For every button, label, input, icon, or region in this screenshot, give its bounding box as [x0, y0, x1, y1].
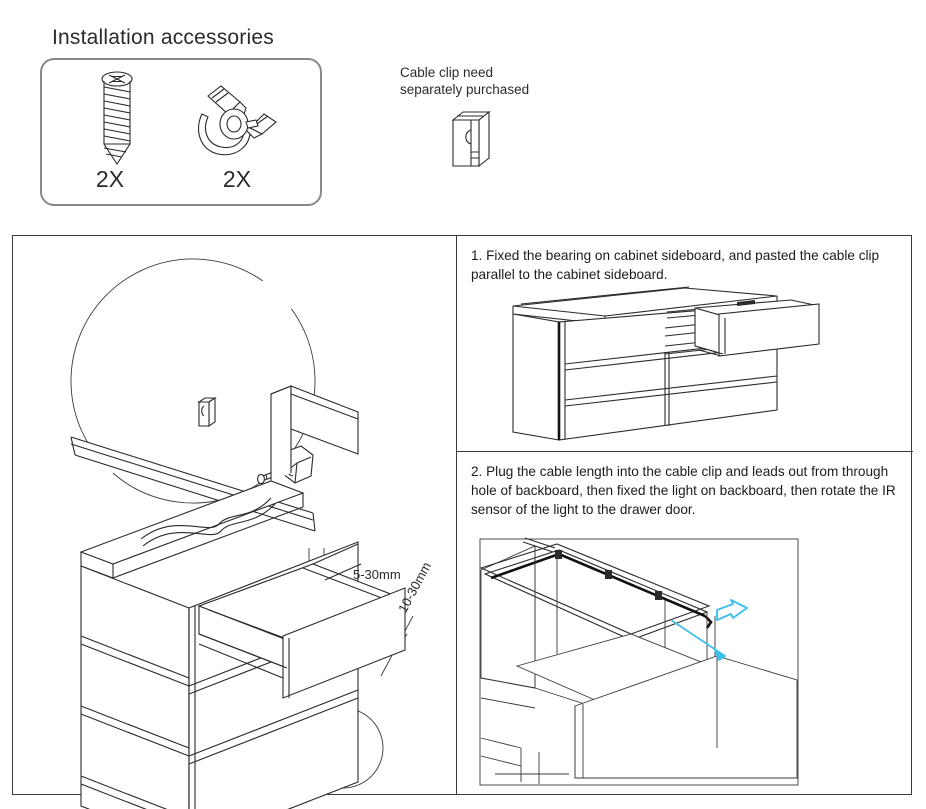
panel-overview: 5-30mm 10-30mm [13, 236, 457, 809]
panel-step-1: 1. Fixed the bearing on cabinet sideboar… [457, 236, 913, 452]
cabinet-drawing [79, 385, 406, 809]
cable-clip-markers [555, 550, 662, 600]
step-2-text: 2. Plug the cable length into the cable … [471, 464, 896, 517]
bearing-quantity-label: 2X [222, 166, 252, 192]
screw-icon [101, 71, 133, 166]
ir-rotation-arrow-icon [716, 599, 748, 621]
bearing-bracket-icon [198, 85, 277, 156]
cable-clip-note: Cable clip need separately purchased [400, 64, 529, 98]
accessories-box [40, 58, 322, 206]
step-1-drawing [512, 286, 820, 441]
cable-clip-note-line2: separately purchased [400, 82, 530, 97]
step-2-drawing [479, 537, 799, 786]
ir-direction-arrow-icon [670, 619, 726, 661]
page-title: Installation accessories [52, 26, 274, 49]
panel-step-2: 2. Plug the cable length into the cable … [457, 452, 913, 796]
cable-clip-note-line1: Cable clip need [400, 65, 494, 80]
overview-drawing [70, 258, 414, 809]
step-1-text: 1. Fixed the bearing on cabinet sideboar… [471, 248, 880, 282]
detail-cable-clip-icon [197, 396, 217, 428]
instruction-frame: 5-30mm 10-30mm 1. Fixed the bearing on c… [12, 235, 913, 809]
screw-quantity-label: 2X [95, 166, 125, 192]
cable-clip-icon [451, 110, 491, 168]
dimension-label-horizontal: 5-30mm [353, 567, 401, 582]
